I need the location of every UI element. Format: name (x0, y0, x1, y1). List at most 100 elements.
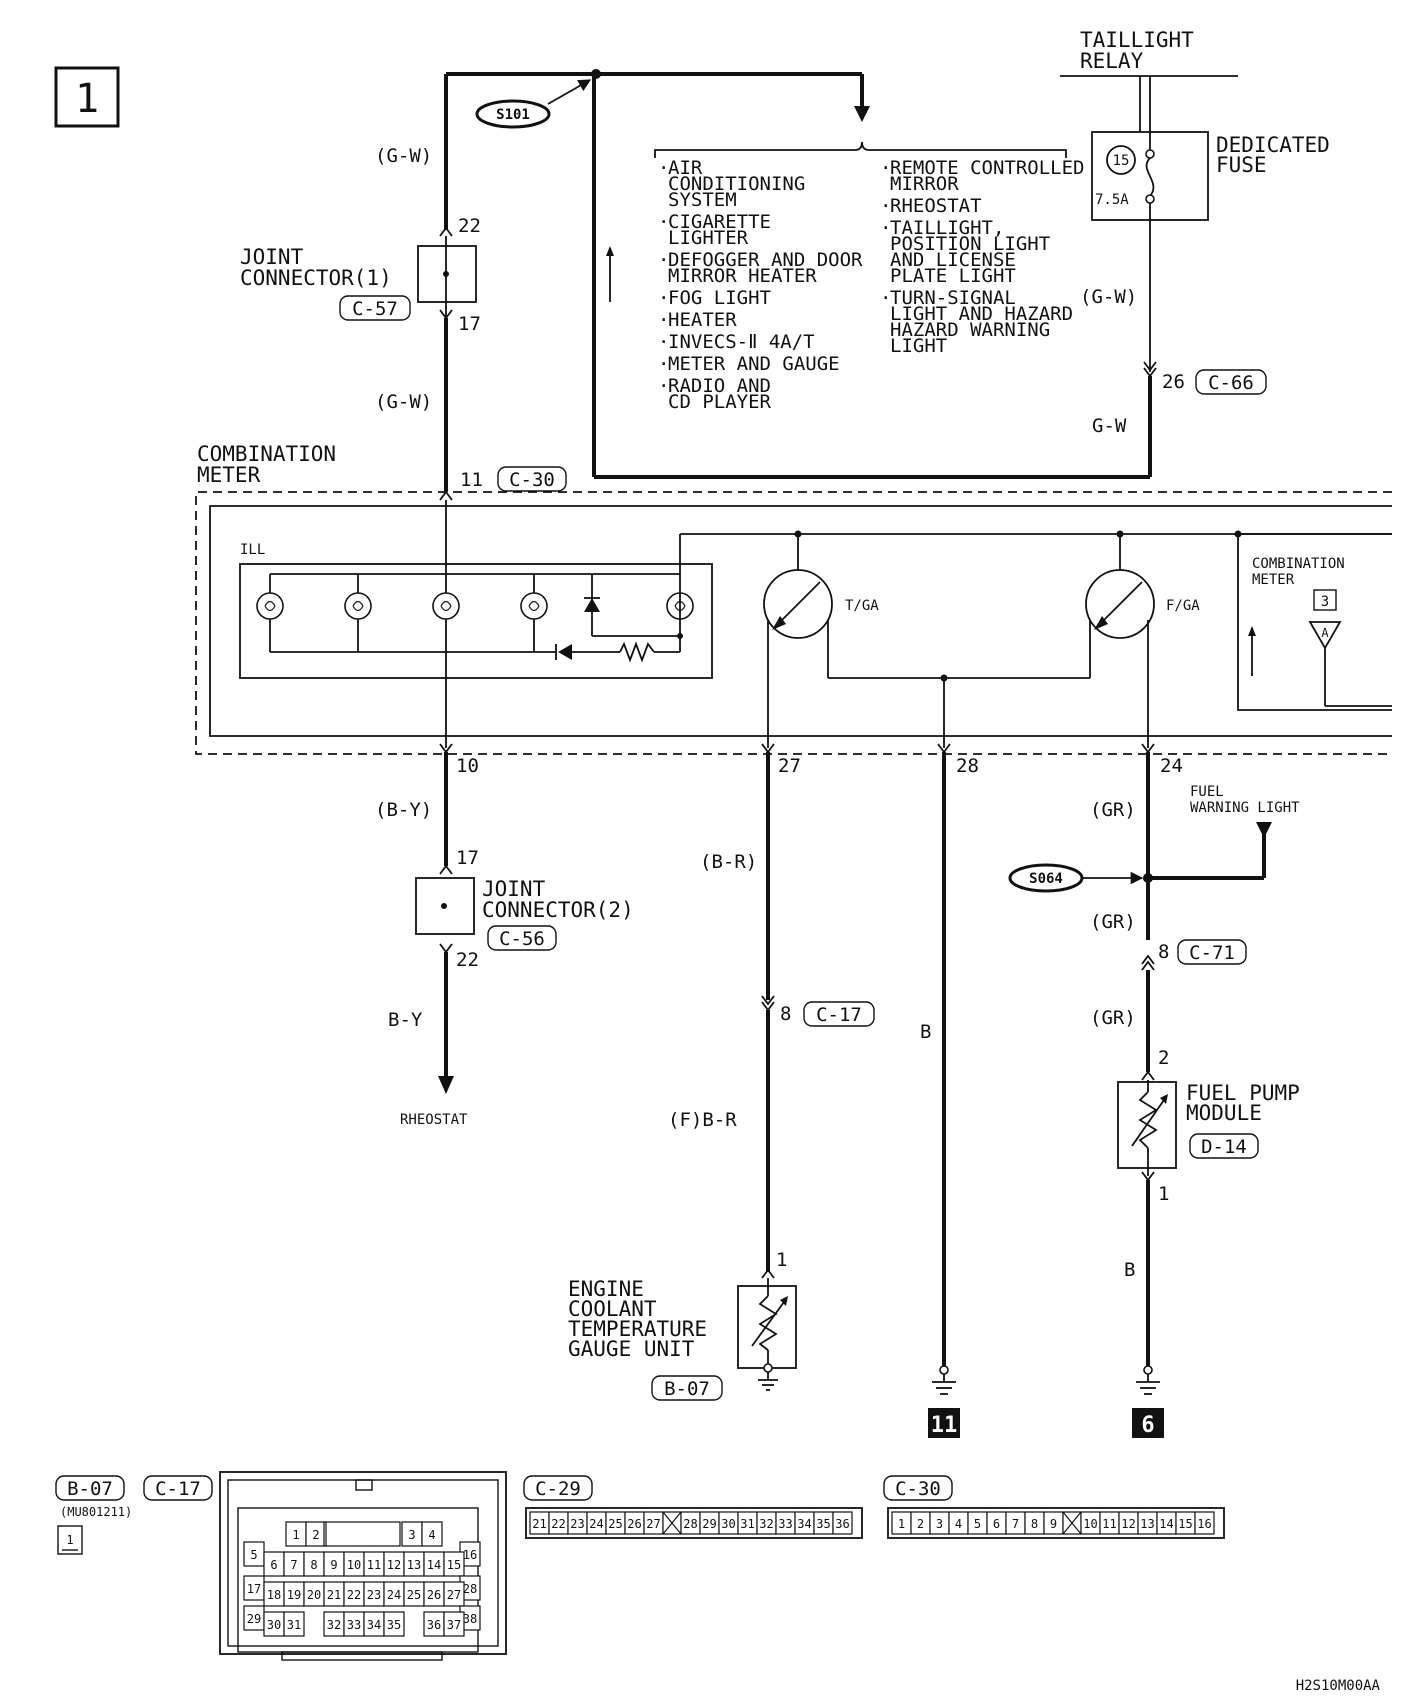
c17-pin-27: 27 (447, 1588, 461, 1602)
svg-text:FUEL: FUEL (1190, 784, 1224, 800)
svg-text:11: 11 (931, 1413, 958, 1438)
left-item-1-line1: LIGHTER (668, 227, 749, 249)
svg-text:·: · (658, 211, 669, 233)
c29-pins-pin-31: 31 (740, 1517, 754, 1531)
ect-label-line-2: TEMPERATURE (568, 1317, 707, 1341)
svg-text:C-17: C-17 (155, 1478, 201, 1500)
c30-pins-pin-12: 12 (1121, 1517, 1135, 1531)
sheet-number-box: 1 (54, 66, 120, 128)
right-item-3: TURN-SIGNAL (890, 287, 1016, 309)
c29-pins-pin-27: 27 (646, 1517, 660, 1531)
svg-text:17: 17 (456, 847, 479, 869)
left-item-2: DEFOGGER AND DOOR (668, 249, 863, 271)
svg-text:·: · (658, 287, 669, 309)
right-item-0-line1: MIRROR (890, 173, 959, 195)
systems-list-right: ·REMOTE CONTROLLEDMIRROR·RHEOSTAT·TAILLI… (880, 157, 1084, 357)
sheet-number: 1 (75, 76, 99, 122)
connector-d14-label: D-14 (1201, 1136, 1247, 1158)
c17-pin-13: 13 (407, 1558, 421, 1572)
c17-pin-36: 36 (427, 1618, 441, 1632)
svg-text:(F)B-R: (F)B-R (668, 1109, 737, 1131)
left-item-3: FOG LIGHT (668, 287, 771, 309)
left-item-7: RADIO AND (668, 375, 771, 397)
svg-text:·: · (880, 157, 891, 179)
svg-text:6: 6 (1141, 1413, 1154, 1438)
combination-meter: COMBINATION METER ILL (195, 442, 1392, 755)
taillight-relay: TAILLIGHT RELAY (1060, 28, 1238, 132)
c17-pin-20: 20 (307, 1588, 321, 1602)
fuse-number: 15 (1113, 153, 1130, 169)
svg-text:8: 8 (780, 1003, 791, 1025)
svg-text:B: B (920, 1021, 931, 1043)
c17-pin-32: 32 (327, 1618, 341, 1632)
systems-list-left: ·AIRCONDITIONINGSYSTEM·CIGARETTELIGHTER·… (658, 157, 863, 413)
doc-code: H2S10M00AA (1296, 1678, 1381, 1694)
svg-text:26: 26 (1162, 371, 1185, 393)
svg-text:·: · (658, 309, 669, 331)
svg-text:·: · (658, 157, 669, 179)
connector-c66: C-66 (1208, 372, 1254, 394)
left-item-0-line1: CONDITIONING (668, 173, 805, 195)
c29-pins-pin-23: 23 (570, 1517, 584, 1531)
svg-text:(GR): (GR) (1090, 1007, 1136, 1029)
c17-pin-11: 11 (367, 1558, 381, 1572)
left-item-5: INVECS-Ⅱ 4A/T (668, 331, 815, 353)
c30-pins-pin-13: 13 (1140, 1517, 1154, 1531)
c17-pin-4: 4 (428, 1528, 435, 1542)
fuse-rating: 7.5A (1095, 192, 1129, 208)
svg-text:B-Y: B-Y (388, 1009, 423, 1031)
c30-pins-pin-11: 11 (1102, 1517, 1116, 1531)
c30-pins-pin-15: 15 (1178, 1517, 1192, 1531)
c29-pins-pin-34: 34 (797, 1517, 811, 1531)
ect-label-line-0: ENGINE (568, 1277, 644, 1301)
svg-text:JOINT: JOINT (482, 877, 546, 901)
c29-pins-pin-36: 36 (835, 1517, 849, 1531)
svg-text:10: 10 (456, 755, 479, 777)
svg-text:WARNING LIGHT: WARNING LIGHT (1190, 800, 1300, 816)
dedicated-fuse: 15 7.5A DEDICATED FUSE (1091, 131, 1330, 221)
c17-pin-7: 7 (290, 1558, 297, 1572)
c30-pins-pin-9: 9 (1050, 1517, 1057, 1531)
right-item-2-line1: POSITION LIGHT (890, 233, 1050, 255)
svg-text:1: 1 (66, 1533, 73, 1547)
c17-pin-35: 35 (387, 1618, 401, 1632)
ground-point-6: 6 (1132, 1408, 1164, 1438)
c17-pin-10: 10 (347, 1558, 361, 1572)
svg-text:27: 27 (778, 755, 801, 777)
svg-text:24: 24 (1160, 755, 1183, 777)
svg-text:COMBINATION: COMBINATION (1252, 556, 1345, 572)
c29-pins-pin-25: 25 (608, 1517, 622, 1531)
c17-pin-16: 16 (463, 1548, 477, 1562)
connector-c71-label: C-71 (1189, 942, 1235, 964)
c30-pins-pin-3: 3 (936, 1517, 943, 1531)
right-item-3-line3: LIGHT (890, 335, 947, 357)
splice-s064: S064 (1008, 863, 1144, 893)
right-item-1: RHEOSTAT (890, 195, 982, 217)
joint-connector-1: JOINT CONNECTOR(1) C-57 (240, 245, 477, 321)
c17-pin-29: 29 (247, 1612, 261, 1626)
right-item-3-line2: HAZARD WARNING (890, 319, 1050, 341)
c30-pins-pin-6: 6 (993, 1517, 1000, 1531)
svg-text:A: A (1321, 626, 1329, 640)
c29-pins-pin-26: 26 (627, 1517, 641, 1531)
svg-text:G-W: G-W (1092, 415, 1127, 437)
fuel-pump-module: FUEL PUMP MODULE D-14 (1117, 1080, 1300, 1176)
svg-text:11: 11 (460, 469, 483, 491)
svg-text:(GR): (GR) (1090, 911, 1136, 933)
c17-pin-2: 2 (312, 1528, 319, 1542)
svg-text:22: 22 (456, 949, 479, 971)
svg-text:C-30: C-30 (895, 1478, 941, 1500)
c17-pin-19: 19 (287, 1588, 301, 1602)
c17-pin-22: 22 (347, 1588, 361, 1602)
c17-pin-38: 38 (463, 1612, 477, 1626)
svg-text:2: 2 (1158, 1047, 1169, 1069)
c17-pin-26: 26 (427, 1588, 441, 1602)
c17-pin-24: 24 (387, 1588, 401, 1602)
c17-pin-3: 3 (408, 1528, 415, 1542)
svg-text:·: · (880, 217, 891, 239)
c17-pin-34: 34 (367, 1618, 381, 1632)
c29-pins-pin-28: 28 (683, 1517, 697, 1531)
